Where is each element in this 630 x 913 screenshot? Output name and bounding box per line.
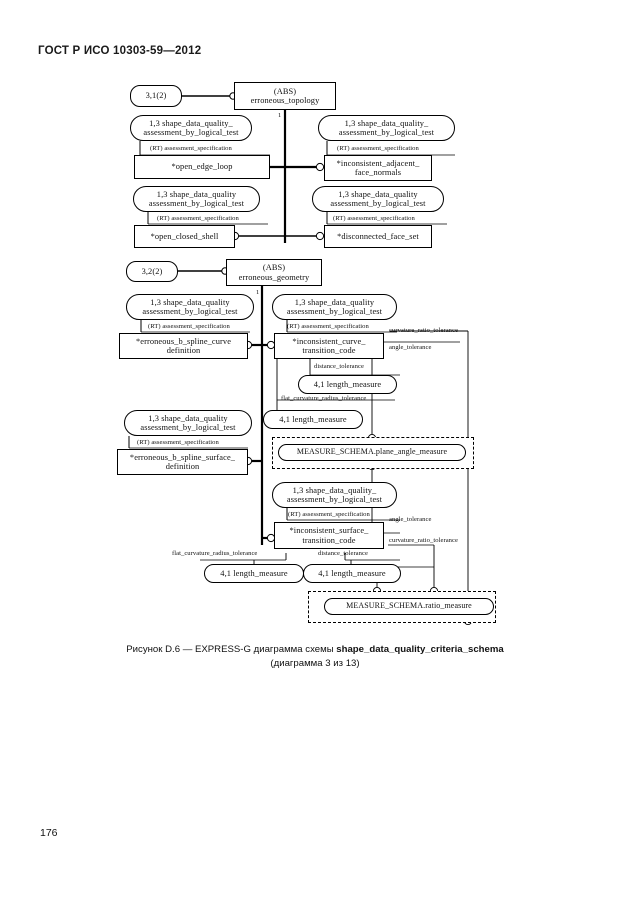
entity-inconsistent-surface-transition-code[interactable]: *inconsistent_surface_ transition_code <box>274 522 384 549</box>
page-ref-3-1-2[interactable]: 3,1(2) <box>130 85 182 107</box>
entity-inconsistent-curve-transition-code[interactable]: *inconsistent_curve_ transition_code <box>274 333 384 359</box>
ref-line2: assessment_by_logical_test <box>140 423 236 432</box>
multiplicity-top: 1 <box>278 112 282 119</box>
express-g-figure: 3,1(2) (ABS) erroneous_topology 1 1,3 sh… <box>117 82 496 626</box>
ref-line1: 1,3 shape_data_quality_ <box>292 485 377 495</box>
ref-line2: assessment_by_logical_test <box>286 495 383 504</box>
ref-line2: assessment_by_logical_test <box>286 307 383 316</box>
entity-open-edge-loop[interactable]: *open_edge_loop <box>134 155 270 179</box>
ref-measure-schema-plane-angle-measure[interactable]: MEASURE_SCHEMA.plane_angle_measure <box>278 444 466 461</box>
document-header-title: ГОСТ Р ИСО 10303-59—2012 <box>38 45 202 57</box>
ref-line1: 1,3 shape_data_quality <box>338 189 418 199</box>
entity-name: erroneous_geometry <box>238 272 310 282</box>
ref-line1: 1,3 shape_data_quality <box>294 297 375 307</box>
entity-erroneous-geometry[interactable]: (ABS) erroneous_geometry <box>226 259 322 286</box>
page-ref-label: 3,1(2) <box>145 91 167 101</box>
ref-length-measure-3[interactable]: 4,1 length_measure <box>204 564 304 583</box>
ref-line2: assessment_by_logical_test <box>143 128 239 137</box>
ref-label: 4,1 length_measure <box>313 379 382 389</box>
entity-inconsistent-adjacent-face-normals[interactable]: *inconsistent_adjacent_ face_normals <box>324 155 432 181</box>
ref-shape-data-quality-assessment-1[interactable]: 1,3 shape_data_quality_ assessment_by_lo… <box>130 115 252 141</box>
entity-line1: *erroneous_b_spline_surface_ <box>129 452 236 462</box>
rt-label-6: (RT) assessment_specification <box>287 323 369 330</box>
ref-length-measure-1[interactable]: 4,1 length_measure <box>298 375 397 394</box>
abs-marker: (ABS) <box>262 263 286 273</box>
entity-erroneous-b-spline-curve-definition[interactable]: *erroneous_b_spline_curve definition <box>119 333 248 359</box>
ref-shape-data-quality-assessment-8[interactable]: 1,3 shape_data_quality_ assessment_by_lo… <box>272 482 397 508</box>
entity-disconnected-face-set[interactable]: *disconnected_face_set <box>324 225 432 248</box>
ref-shape-data-quality-assessment-5[interactable]: 1,3 shape_data_quality assessment_by_log… <box>126 294 254 320</box>
ref-length-measure-2[interactable]: 4,1 length_measure <box>263 410 363 429</box>
entity-erroneous-topology[interactable]: (ABS) erroneous_topology <box>234 82 336 110</box>
entity-line1: *inconsistent_curve_ <box>292 336 366 346</box>
ref-line1: 1,3 shape_data_quality <box>150 297 230 307</box>
label-curvature-ratio-tolerance-2: curvature_ratio_tolerance <box>389 537 458 544</box>
ref-label: 4,1 length_measure <box>279 414 347 424</box>
ref-shape-data-quality-assessment-7[interactable]: 1,3 shape_data_quality assessment_by_log… <box>124 410 252 436</box>
entity-line2: definition <box>166 346 201 355</box>
ref-shape-data-quality-assessment-2[interactable]: 1,3 shape_data_quality_ assessment_by_lo… <box>318 115 455 141</box>
ref-shape-data-quality-assessment-6[interactable]: 1,3 shape_data_quality assessment_by_log… <box>272 294 397 320</box>
label-distance-tolerance-2: distance_tolerance <box>318 550 368 557</box>
label-flat-curvature-radius-tolerance-1: flat_curvature_radius_tolerance <box>281 395 367 402</box>
entity-label: *open_edge_loop <box>171 162 233 172</box>
ref-label: 4,1 length_measure <box>318 568 386 578</box>
label-flat-curvature-radius-tolerance-2: flat_curvature_radius_tolerance <box>172 550 258 557</box>
rt-label-8: (RT) assessment_specification <box>288 511 370 518</box>
entity-line1: *inconsistent_surface_ <box>289 526 369 536</box>
ref-measure-schema-ratio-measure[interactable]: MEASURE_SCHEMA.ratio_measure <box>324 598 494 615</box>
page-number: 176 <box>40 827 58 839</box>
ref-line2: assessment_by_logical_test <box>148 199 245 208</box>
ref-line1: 1,3 shape_data_quality <box>148 413 228 423</box>
rt-label-4: (RT) assessment_specification <box>333 215 415 222</box>
caption-subline: (диаграмма 3 из 13) <box>270 657 360 669</box>
rt-label-2: (RT) assessment_specification <box>337 145 419 152</box>
rt-label-7: (RT) assessment_specification <box>137 439 219 446</box>
ref-line2: assessment_by_logical_test <box>142 307 238 316</box>
entity-line2: transition_code <box>302 535 356 545</box>
caption-prefix: Рисунок D.6 — EXPRESS-G диаграмма схемы <box>126 644 337 655</box>
ref-line1: 1,3 shape_data_quality_ <box>344 118 429 128</box>
multiplicity-bottom: 1 <box>256 289 260 296</box>
caption-schema-name: shape_data_quality_criteria_schema <box>336 644 504 655</box>
ref-line2: assessment_by_logical_test <box>330 199 426 208</box>
entity-line1: *inconsistent_adjacent_ <box>336 158 420 168</box>
rt-label-5: (RT) assessment_specification <box>148 323 230 330</box>
ref-line2: assessment_by_logical_test <box>338 128 435 137</box>
label-distance-tolerance-1: distance_tolerance <box>314 363 364 370</box>
label-angle-tolerance-2: angle_tolerance <box>389 516 432 523</box>
abs-marker: (ABS) <box>273 86 297 96</box>
rt-label-1: (RT) assessment_specification <box>150 145 232 152</box>
entity-line1: *erroneous_b_spline_curve <box>135 336 232 346</box>
ref-shape-data-quality-assessment-4[interactable]: 1,3 shape_data_quality assessment_by_log… <box>312 186 444 212</box>
page-ref-3-2-2[interactable]: 3,2(2) <box>126 261 178 282</box>
ref-label: MEASURE_SCHEMA.ratio_measure <box>346 601 472 611</box>
ref-shape-data-quality-assessment-3[interactable]: 1,3 shape_data_quality assessment_by_log… <box>133 186 260 212</box>
rt-label-3: (RT) assessment_specification <box>157 215 239 222</box>
entity-line2: definition <box>165 462 200 471</box>
ref-length-measure-4[interactable]: 4,1 length_measure <box>303 564 401 583</box>
ref-label: MEASURE_SCHEMA.plane_angle_measure <box>296 447 448 457</box>
entity-label: *disconnected_face_set <box>337 231 419 241</box>
entity-line2: transition_code <box>302 346 356 355</box>
figure-caption: Рисунок D.6 — EXPRESS-G диаграмма схемы … <box>60 643 570 671</box>
entity-erroneous-b-spline-surface-definition[interactable]: *erroneous_b_spline_surface_ definition <box>117 449 248 475</box>
page-ref-label: 3,2(2) <box>141 266 163 276</box>
label-curvature-ratio-tolerance-1: curvature_ratio_tolerance <box>389 327 458 334</box>
entity-open-closed-shell[interactable]: *open_closed_shell <box>134 225 235 248</box>
entity-name: erroneous_topology <box>250 96 320 105</box>
entity-line2: face_normals <box>354 168 402 177</box>
ref-line1: 1,3 shape_data_quality_ <box>149 118 233 128</box>
ref-line1: 1,3 shape_data_quality <box>156 189 237 199</box>
label-angle-tolerance-1: angle_tolerance <box>389 344 432 351</box>
entity-label: *open_closed_shell <box>150 231 219 241</box>
ref-label: 4,1 length_measure <box>220 568 288 578</box>
